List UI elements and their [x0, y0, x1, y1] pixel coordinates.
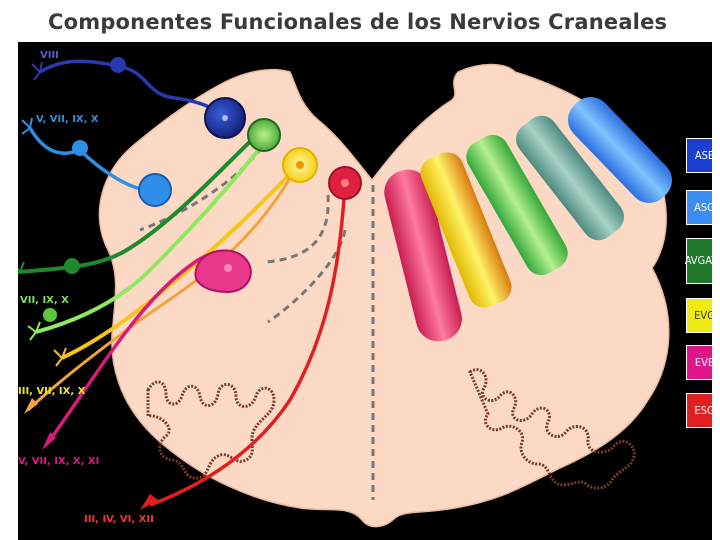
fork-avg — [18, 261, 25, 275]
label-vii-ix-x: VII, IX, X — [20, 295, 69, 306]
right-margin — [712, 42, 720, 540]
fork-asg — [21, 117, 33, 135]
fiber-avg — [19, 128, 264, 274]
ganglion-ase — [110, 57, 126, 73]
column-eve — [384, 169, 462, 342]
label-viii: VIII — [40, 50, 59, 61]
arrow-esg — [140, 494, 158, 510]
nucleus-asg — [138, 173, 172, 207]
legend-label: ASG — [694, 200, 715, 214]
nucleus-dot — [341, 179, 349, 187]
title-bar: Componentes Funcionales de los Nervios C… — [18, 0, 720, 42]
nucleus-eve — [194, 249, 252, 294]
arrow-eve — [42, 432, 56, 450]
legend-label: AVG — [684, 254, 706, 267]
nucleus-dot — [224, 264, 232, 272]
nucleus-dot — [296, 161, 304, 169]
fiber-esg — [149, 184, 347, 507]
fork-evg — [53, 347, 67, 367]
legend-label: ASE — [694, 148, 715, 162]
fiber-evg-out — [26, 167, 298, 412]
fork-ave — [27, 321, 41, 341]
ganglion-ave — [43, 308, 57, 322]
fiber-ase — [39, 59, 226, 118]
legend-label: EVE — [694, 355, 715, 369]
fiber-ave — [35, 136, 270, 334]
diagram-stage: VIII V, VII, IX, X VII, IX, X III, VII, … — [18, 42, 720, 540]
legend-label: ESG — [694, 403, 715, 417]
column-ase — [567, 96, 673, 204]
label-v-vii-ix-x: V, VII, IX, X — [36, 114, 99, 125]
legend-label: EVG — [694, 308, 715, 322]
column-avg — [466, 134, 568, 276]
ganglion-avg — [64, 258, 80, 274]
olive-right — [468, 368, 636, 490]
arrow-evg — [24, 398, 38, 414]
label-iii-vii-ix-x: III, VII, IX, X — [18, 386, 86, 397]
page-title: Componentes Funcionales de los Nervios C… — [48, 10, 668, 34]
ganglion-asg — [72, 140, 88, 156]
sulcus-limitans-left-2 — [264, 194, 330, 264]
label-v-vii-ix-x-xi: V, VII, IX, X, XI — [18, 456, 99, 467]
nucleus-avg — [247, 118, 281, 152]
fork-ase — [31, 61, 43, 81]
sulcus-limitans-left-3 — [267, 229, 347, 324]
label-iii-iv-vi-xii: III, IV, VI, XII — [84, 514, 154, 525]
column-asg — [516, 115, 624, 241]
brainstem-diagram: VIII V, VII, IX, X VII, IX, X III, VII, … — [18, 50, 673, 528]
column-evg — [420, 152, 512, 308]
nucleus-dot — [222, 115, 228, 121]
fiber-evg — [61, 166, 298, 360]
